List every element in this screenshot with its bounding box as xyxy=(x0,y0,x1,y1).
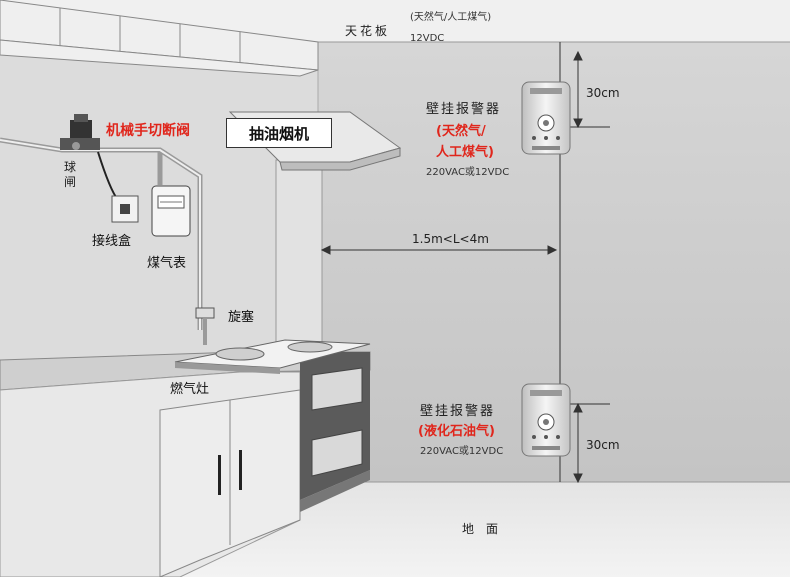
alarm-bottom-power: 220VAC或12VDC xyxy=(420,446,504,457)
range-hood-label: 抽油烟机 xyxy=(226,118,332,148)
ceiling-label: 天花板 xyxy=(345,24,391,38)
gas-stove-label: 燃气灶 xyxy=(170,382,210,397)
horizontal-distance: 1.5m<L<4m xyxy=(412,232,489,246)
alarm-bottom-distance: 30cm xyxy=(586,438,620,452)
alarm-top-type-1: (天然气/ xyxy=(436,124,486,139)
floor xyxy=(180,482,790,577)
floor-label: 地面 xyxy=(462,522,511,536)
junction-box-icon xyxy=(111,195,139,223)
gas-stove-icon xyxy=(174,339,371,374)
upper-cabinets xyxy=(0,0,319,77)
alarm-bottom-title: 壁挂报警器 xyxy=(420,404,496,419)
ceiling-gas-types: (天然气/人工煤气) xyxy=(410,12,492,23)
wall-alarm-top-icon xyxy=(521,81,571,155)
ceiling xyxy=(0,0,790,42)
ceiling-voltage: 12VDC xyxy=(410,33,445,44)
counter xyxy=(0,351,371,577)
plug-valve-label: 旋塞 xyxy=(228,310,255,325)
gas-meter-icon xyxy=(151,185,191,237)
alarm-bottom-type: (液化石油气) xyxy=(418,424,495,439)
wall-alarm-bottom-icon xyxy=(521,383,571,457)
ball-valve-label: 球闸 xyxy=(64,160,77,189)
hood-chimney xyxy=(275,159,323,351)
shutoff-valve-icon xyxy=(60,114,100,150)
alarm-top-type-2: 人工煤气) xyxy=(436,145,494,160)
junction-box-label: 接线盒 xyxy=(92,234,132,249)
valve-label: 机械手切断阀 xyxy=(106,123,190,139)
gas-meter-label: 煤气表 xyxy=(147,256,187,271)
alarm-top-power: 220VAC或12VDC xyxy=(426,167,510,178)
plug-valve-icon xyxy=(195,307,215,319)
alarm-top-title: 壁挂报警器 xyxy=(426,102,502,117)
alarm-top-distance: 30cm xyxy=(586,86,620,100)
